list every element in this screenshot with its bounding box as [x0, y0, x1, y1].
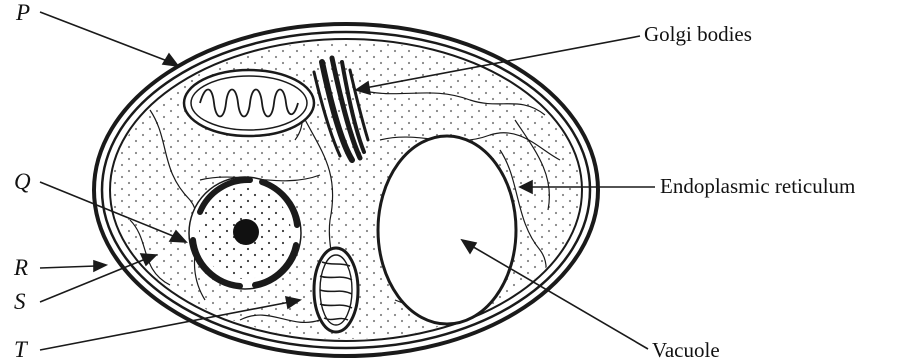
label-golgi-bodies: Golgi bodies	[644, 24, 752, 45]
label-vacuole: Vacuole	[652, 340, 720, 361]
label-q: Q	[14, 170, 31, 193]
label-r: R	[14, 256, 28, 279]
label-endoplasmic-reticulum: Endoplasmic reticulum	[660, 176, 855, 197]
label-s: S	[14, 290, 26, 313]
label-p: P	[16, 1, 30, 24]
label-t: T	[14, 338, 27, 361]
